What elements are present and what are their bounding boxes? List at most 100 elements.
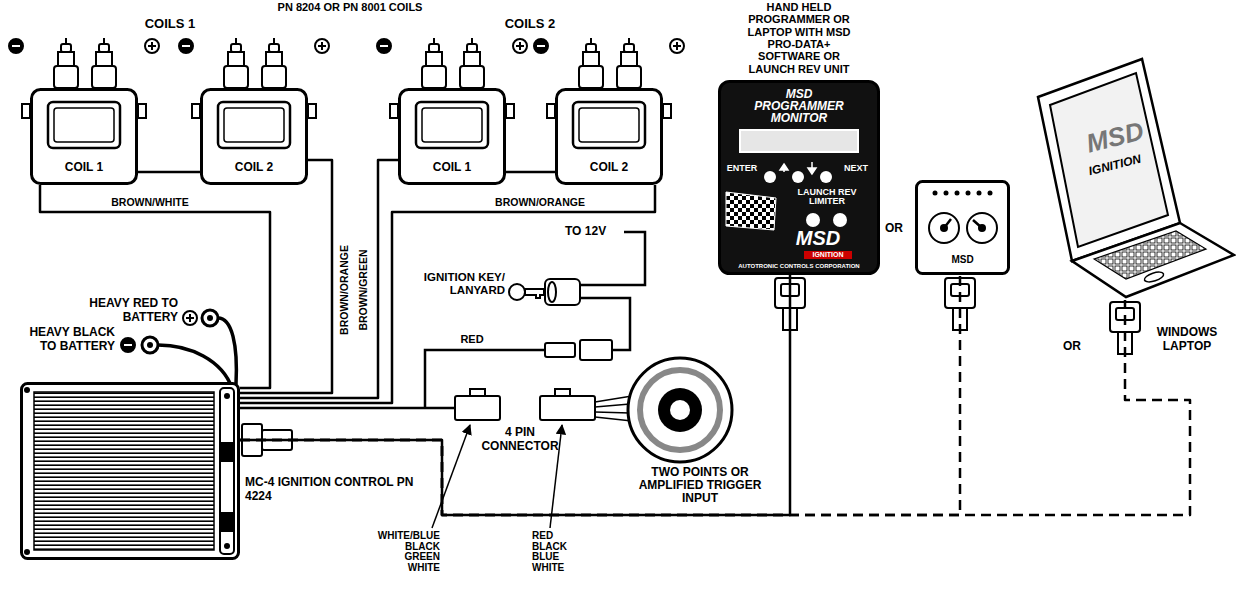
handheld-programmer-outline <box>833 213 847 227</box>
ignition-wiring <box>580 232 645 285</box>
callout-label: COILS 2 <box>490 17 570 32</box>
node-text: MSD PROGRAMMER MONITOR <box>744 88 854 124</box>
ignition-control-box-outline <box>24 549 30 555</box>
battery-cables <box>218 318 236 384</box>
ignition-coil-outline <box>416 102 488 148</box>
ignition-coil-outline <box>573 102 645 148</box>
rev-limiter-unit-outline <box>978 224 986 232</box>
terminal-symbols <box>377 39 391 53</box>
coil-towers <box>422 38 446 88</box>
ignition-control-box-outline <box>224 543 230 549</box>
ignition-control-box-outline <box>224 393 230 399</box>
wire-connector <box>138 171 200 174</box>
wire-connector <box>240 300 1190 515</box>
four-pin-connector <box>455 396 500 420</box>
red-plug <box>580 340 612 360</box>
callout-label: HEAVY BLACK TO BATTERY <box>10 326 115 354</box>
coil-studs <box>308 104 316 118</box>
four-pin-connector <box>470 389 485 396</box>
windows-laptop: MSDIGNITION <box>1030 55 1236 300</box>
ignition-coil: COIL 1 <box>398 88 506 185</box>
handheld-programmer-outline <box>764 171 776 183</box>
trigger-pickup <box>628 358 732 462</box>
ignition-key <box>525 289 544 298</box>
ignition-key <box>509 284 525 300</box>
handheld-programmer-outline <box>780 164 788 172</box>
terminal-symbols <box>183 311 197 325</box>
ignition-key <box>509 279 580 305</box>
rev-limiter-unit: MSD <box>915 180 1010 275</box>
terminal-symbols <box>9 39 23 53</box>
ignition-coil-outline <box>579 108 639 142</box>
rev-limiter-unit-outline <box>977 191 982 196</box>
ignition-coil-outline <box>224 108 284 142</box>
ignition-control-box-outline <box>221 512 233 532</box>
coil-studs <box>547 104 555 118</box>
rev-limiter-unit-outline <box>955 191 960 196</box>
node-text: AUTOTRONIC CONTROLS CORPORATION <box>724 263 874 270</box>
handheld-programmer-outline <box>720 82 879 274</box>
handheld-programmer-outline <box>740 130 858 152</box>
handheld-programmer: HAND HELD PROGRAMMER OR LAPTOP WITH MSD … <box>718 80 880 275</box>
ignition-wiring <box>240 407 455 410</box>
callout-label: OR <box>1063 340 1081 354</box>
coil-towers <box>54 38 641 88</box>
callout-label: 4 PIN CONNECTOR <box>480 426 560 454</box>
callout-label: COILS 1 <box>130 17 210 32</box>
trigger-pickup <box>658 388 702 432</box>
coil-studs <box>506 104 514 118</box>
rev-limiter-unit-outline <box>988 191 993 196</box>
ignition-control-box-outline <box>20 382 240 560</box>
ignition-coil-outline <box>218 102 290 148</box>
node-label: COIL 2 <box>555 161 663 175</box>
wire-connector <box>506 171 555 174</box>
ignition-control-box-outline <box>34 392 214 550</box>
rev-limiter-unit-outline <box>944 191 949 196</box>
terminal-symbols <box>9 39 684 352</box>
handheld-programmer-outline <box>806 213 820 227</box>
trigger-pickup <box>640 370 720 450</box>
callout-label: RED <box>452 333 492 346</box>
windows-laptop-outline <box>1143 270 1164 284</box>
ignition-coil-outline <box>48 102 120 148</box>
handheld-programmer-outline <box>808 162 816 174</box>
callout-label: TWO POINTS OR AMPLIFIED TRIGGER INPUT <box>620 466 780 506</box>
battery-cables <box>158 318 236 388</box>
node-label: COIL 1 <box>30 161 138 175</box>
windows-laptop-outline <box>1030 55 1236 300</box>
coil-towers <box>54 38 78 88</box>
callout-label: OR <box>885 222 903 236</box>
coil-studs <box>663 104 671 118</box>
coil-studs <box>22 104 30 118</box>
callout-label: IGNITION KEY/ LANYARD <box>400 271 505 297</box>
node-label: MSD <box>915 254 1010 266</box>
handheld-programmer-outline <box>726 192 776 230</box>
wire-color-label: BROWN/ORANGE <box>339 243 351 337</box>
terminal-symbols <box>145 39 159 53</box>
rev-limiter-unit-outline <box>944 219 982 228</box>
wiring-illustration <box>1110 302 1140 354</box>
coil-studs <box>138 104 146 118</box>
terminal-symbols <box>670 39 684 53</box>
rev-limiter-unit-outline <box>940 224 948 232</box>
four-pin-connector <box>455 389 595 420</box>
node-text: NEXT <box>836 163 876 173</box>
ignition-coil-outline <box>54 108 114 142</box>
ignition-coil: COIL 2 <box>200 88 308 185</box>
wire-connector <box>240 160 398 398</box>
wire-connector <box>240 275 790 515</box>
battery-cables <box>158 345 232 388</box>
callout-label: WINDOWS LAPTOP <box>1138 326 1236 354</box>
ignition-key <box>545 279 580 305</box>
coil-studs <box>192 104 200 118</box>
windows-laptop-outline <box>1094 231 1206 279</box>
node-text: MSD <box>786 227 850 249</box>
node-label: COIL 2 <box>200 161 308 175</box>
coil-towers <box>224 38 248 88</box>
wiring-illustration <box>142 337 158 353</box>
ignition-coil: COIL 2 <box>555 88 663 185</box>
callout-label: TO 12V <box>565 225 606 239</box>
terminal-symbols <box>513 39 527 53</box>
coil-towers <box>617 38 641 88</box>
red-plug <box>545 343 575 357</box>
